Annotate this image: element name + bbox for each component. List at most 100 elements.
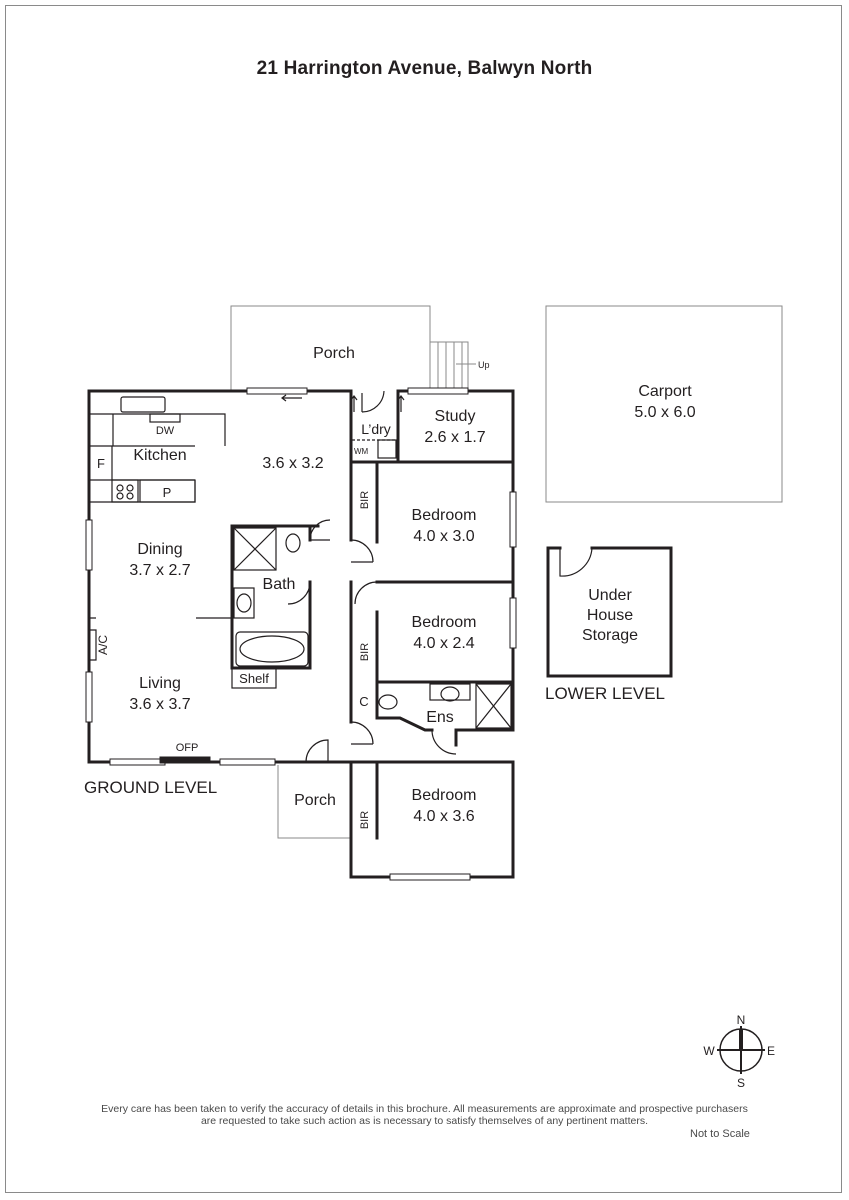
label-bir-2: BIR [359, 643, 371, 661]
wall-storage [546, 546, 673, 678]
sink [120, 396, 166, 413]
shower-ens [475, 683, 512, 729]
sliding-arrow [281, 394, 302, 402]
label-storage-1: Under [588, 587, 632, 604]
laundry-tub [377, 439, 397, 459]
kitchen-island-bottom [89, 479, 196, 503]
label-bedroom-3: Bedroom [412, 787, 477, 804]
compass-s: S [737, 1076, 745, 1090]
label-pantry: P [163, 485, 172, 500]
ac-bracket [89, 629, 97, 661]
pantry-box [139, 479, 196, 503]
porch-bottom-outline [277, 765, 351, 839]
door-bed1b [354, 581, 378, 605]
page-frame [5, 5, 842, 1193]
label-ground-level: GROUND LEVEL [84, 778, 217, 797]
disclaimer-line-2: are requested to take such action as is … [200, 1115, 649, 1127]
toilet-ens [378, 694, 398, 710]
wall-ens-diag [375, 716, 434, 732]
interior-lines [89, 396, 512, 729]
page-title: 21 Harrington Avenue, Balwyn North [256, 58, 593, 79]
label-family-dim: 3.6 x 3.2 [262, 455, 323, 472]
door-bath2 [287, 581, 311, 605]
door-bed3 [350, 721, 374, 745]
shelf-box [231, 667, 277, 689]
label-ac: A/C [96, 635, 110, 655]
burner [126, 484, 134, 492]
label-storage-3: Storage [582, 627, 638, 644]
wall-bed3-right [274, 760, 515, 879]
bathtub-inner [239, 635, 305, 663]
label-dining-dim: 3.7 x 2.7 [129, 562, 190, 579]
compass-w: W [703, 1044, 715, 1058]
label-shelf: Shelf [239, 671, 269, 686]
window-study [407, 387, 469, 395]
window-top [246, 387, 308, 395]
label-porch-bottom: Porch [294, 792, 336, 809]
label-ofp: OFP [176, 742, 199, 754]
bathtub [235, 631, 309, 667]
label-bedroom-2-dim: 4.0 x 2.4 [413, 635, 474, 652]
window-living [85, 671, 93, 723]
label-study-dim: 2.6 x 1.7 [424, 429, 485, 446]
window-bed1 [509, 491, 517, 548]
kitchen-bench [89, 413, 226, 447]
label-living: Living [139, 675, 181, 692]
thin-outlines [230, 305, 783, 839]
basin-ens [440, 686, 460, 702]
disclaimer-line-1: Every care has been taken to verify the … [101, 1103, 748, 1115]
label-bedroom-1-dim: 4.0 x 3.0 [413, 528, 474, 545]
label-porch-top: Porch [313, 345, 355, 362]
label-ens: Ens [426, 709, 454, 726]
entry-arrow [350, 395, 405, 412]
label-bedroom-3-dim: 4.0 x 3.6 [413, 808, 474, 825]
burner [116, 484, 124, 492]
label-bath: Bath [263, 576, 296, 593]
compass-e: E [767, 1044, 775, 1058]
window-bed2 [509, 597, 517, 649]
label-bedroom-1: Bedroom [412, 507, 477, 524]
toilet-bath [285, 533, 301, 553]
dishwasher [149, 413, 181, 423]
label-bir-3: BIR [359, 811, 371, 829]
shower-bath [233, 527, 277, 571]
label-wm: WM [354, 447, 369, 456]
cooktop [111, 479, 139, 503]
disclaimer: Every care has been taken to verify the … [60, 1103, 789, 1127]
window-dining [85, 519, 93, 571]
label-living-dim: 3.6 x 3.7 [129, 696, 190, 713]
porch-top-outline [230, 305, 431, 390]
window-bottom-left [109, 758, 166, 766]
burner [116, 492, 124, 500]
label-dining: Dining [137, 541, 182, 558]
shower-x [233, 527, 277, 571]
burner [126, 492, 134, 500]
door-ens [431, 729, 457, 755]
steps [430, 341, 469, 390]
label-linen: C [359, 694, 368, 709]
label-carport-dim: 5.0 x 6.0 [634, 404, 695, 421]
door-entry [361, 390, 385, 413]
window-bottom-right [219, 758, 276, 766]
basin-bath [236, 593, 252, 613]
window-ofp [159, 756, 211, 764]
label-study: Study [435, 408, 476, 425]
compass-n: N [737, 1013, 746, 1027]
label-up: Up [478, 360, 490, 370]
label-carport: Carport [638, 383, 692, 400]
door-bath [309, 519, 331, 541]
label-bir-1: BIR [359, 491, 371, 509]
label-dw: DW [156, 425, 175, 437]
label-kitchen: Kitchen [133, 447, 186, 464]
scale-note: Not to Scale [690, 1128, 750, 1140]
label-fridge: F [97, 456, 105, 471]
label-storage-2: House [587, 607, 633, 624]
window-bed3 [389, 873, 471, 881]
carport-outline [545, 305, 783, 503]
vanity [233, 587, 255, 619]
label-laundry: L’dry [361, 421, 391, 437]
door-storage [559, 547, 593, 577]
vanity-ens [429, 683, 471, 701]
label-bedroom-2: Bedroom [412, 614, 477, 631]
